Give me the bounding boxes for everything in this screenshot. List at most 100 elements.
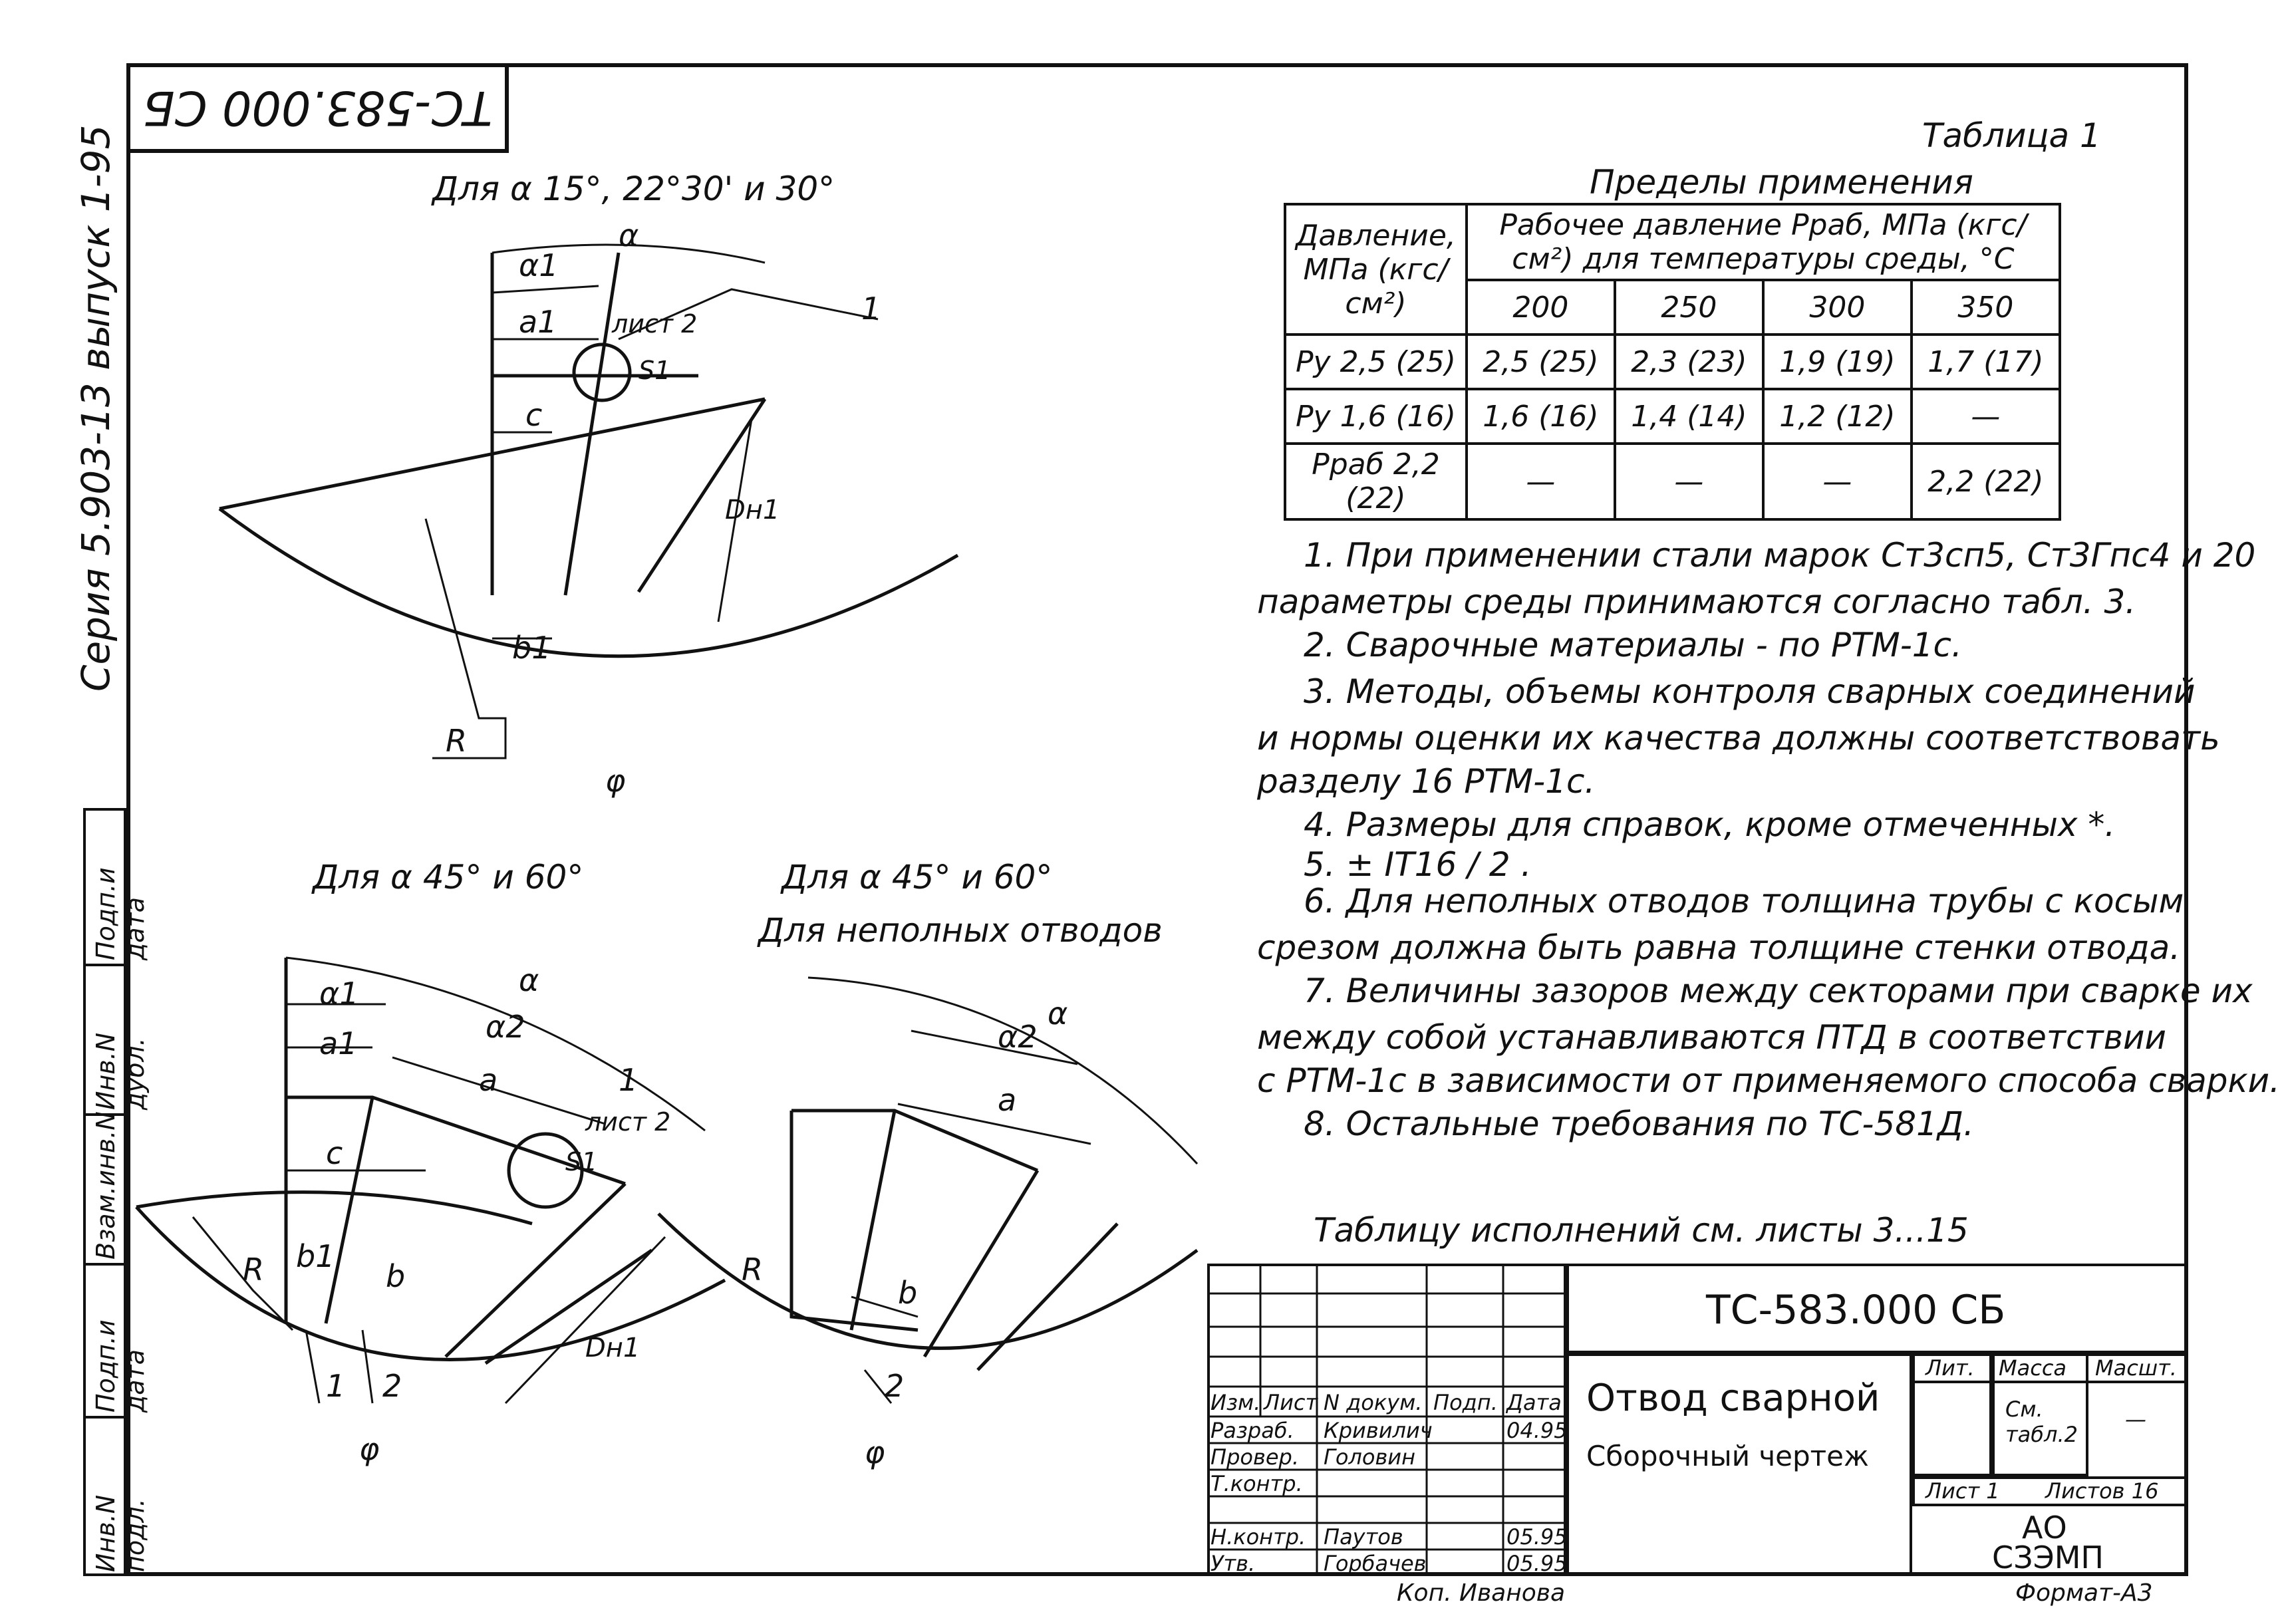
role: Провер. <box>1211 1444 1299 1470</box>
sheets-total: Листов 16 <box>2045 1478 2159 1504</box>
leader-lines-right <box>851 1295 919 1404</box>
row-label: Ру 2,5 (25) <box>1284 333 1468 390</box>
label-alpha2: α2 <box>998 1019 1038 1055</box>
note-line: и нормы оценки их качества должны соотве… <box>1257 719 2220 757</box>
outer-arc-left <box>135 1206 726 1361</box>
label-b: b <box>898 1275 917 1311</box>
sector-lines <box>490 252 767 596</box>
dim-arc-alpha-left <box>285 956 706 1132</box>
label-1: 1 <box>326 1368 345 1404</box>
drawing-frame <box>126 63 2188 1576</box>
date: 04.95 <box>1506 1418 1568 1443</box>
col-header: Дата <box>1506 1390 1562 1415</box>
label-a1: a1 <box>319 1025 357 1061</box>
label-r: R <box>243 1252 264 1287</box>
note-line: 8. Остальные требования по ТС-581Д. <box>1304 1105 1974 1143</box>
label-dn1: Dн1 <box>725 495 780 525</box>
miter-line <box>286 1095 626 1186</box>
role: Т.контр. <box>1211 1471 1303 1496</box>
outer-arc-right <box>657 1212 1199 1350</box>
view-title-top: Для α 15°, 22°30' и 30° <box>432 170 835 208</box>
label-r: R <box>742 1252 763 1287</box>
mass-label: Масса <box>1999 1355 2067 1381</box>
label-1: 1 <box>619 1062 638 1098</box>
dim-dn1 <box>717 418 753 622</box>
org-line-1: АО <box>2022 1510 2067 1546</box>
label-c: c <box>326 1135 343 1171</box>
dim-lines-left <box>286 1003 606 1172</box>
scale-label: Масшт. <box>2095 1355 2177 1381</box>
label-phi: φ <box>359 1431 379 1467</box>
revision-grid <box>1207 1264 1566 1576</box>
role: Утв. <box>1211 1551 1256 1576</box>
temp-header: 350 <box>1910 279 2061 336</box>
col-header: Изм. <box>1211 1390 1261 1415</box>
label-b: b <box>386 1258 405 1294</box>
label-dn1: Dн1 <box>585 1333 640 1363</box>
date: 05.95 <box>1506 1524 1568 1550</box>
label-b1: b1 <box>296 1238 335 1274</box>
note-line: разделу 16 РТМ-1с. <box>1257 762 1596 801</box>
sheet-number: Лист 1 <box>1925 1478 2000 1504</box>
temp-header: 300 <box>1761 279 1913 336</box>
cell: 1,9 (19) <box>1761 333 1913 390</box>
scale-value: — <box>2125 1407 2146 1432</box>
note-line: 7. Величины зазоров между секторами при … <box>1304 972 2253 1010</box>
cell: 1,6 (16) <box>1465 388 1616 445</box>
label-alpha1: α1 <box>319 976 359 1012</box>
label-r: R <box>446 723 467 759</box>
dim-r <box>424 518 507 759</box>
cell: — <box>1761 442 1913 521</box>
cell: 2,3 (23) <box>1613 333 1765 390</box>
table-title: Пределы применения <box>1590 163 1973 202</box>
title-doc-type: Сборочный чертеж <box>1586 1440 1869 1472</box>
label-a: a <box>479 1062 498 1098</box>
note-line: с РТМ-1с в зависимости от применяемого с… <box>1257 1061 2280 1100</box>
col-header: N докум. <box>1324 1390 1423 1415</box>
label-alpha1: α1 <box>519 247 559 283</box>
person: Головин <box>1324 1444 1416 1470</box>
table-row: Ру 1,6 (16) 1,6 (16) 1,4 (14) 1,2 (12) — <box>1284 388 2061 445</box>
leader-lines-left <box>192 1216 374 1404</box>
label-alpha: α <box>1048 996 1068 1031</box>
see-sheets-note: Таблицу исполнений см. листы 3...15 <box>1314 1211 1969 1250</box>
note-line: 3. Методы, объемы контроля сварных соеди… <box>1304 672 2196 711</box>
table-header-pressure: Давление, МПа (кгс/см²) <box>1284 203 1468 336</box>
table-caption: Таблица 1 <box>1922 116 2101 155</box>
label-phi: φ <box>865 1434 885 1470</box>
note-line: 4. Размеры для справок, кроме отмеченных… <box>1304 805 2116 844</box>
col-header: Подп. <box>1433 1390 1498 1415</box>
dim-lines <box>492 285 599 640</box>
note-line: 2. Сварочные материалы - по РТМ-1с. <box>1304 626 1962 664</box>
row-label: Ру 1,6 (16) <box>1284 388 1468 445</box>
dim-dn1-left <box>504 1236 666 1405</box>
inner-arc-left <box>136 1190 533 1226</box>
dim-lines-right <box>897 1029 1091 1145</box>
cell: — <box>1910 388 2061 445</box>
label-1: 1 <box>861 291 881 327</box>
leader-1 <box>618 288 879 340</box>
view-title-left: Для α 45° и 60° <box>313 858 584 896</box>
title-name: Отвод сварной <box>1586 1377 1880 1420</box>
note-line: 5. ± IT16 / 2 . <box>1304 845 1532 884</box>
date: 05.95 <box>1506 1551 1568 1576</box>
note-line: параметры среды принимаются согласно таб… <box>1257 583 2136 621</box>
view-subtitle-right: Для неполных отводов <box>758 911 1163 950</box>
format-label: Формат-А3 <box>2015 1579 2153 1607</box>
cell: 1,7 (17) <box>1910 333 2061 390</box>
label-s1: S1 <box>639 356 670 385</box>
sector-lines-left <box>284 958 653 1365</box>
label-a: a <box>998 1082 1016 1118</box>
temp-header: 200 <box>1465 279 1616 336</box>
org-line-2: СЗЭМП <box>1992 1540 2104 1575</box>
person: Горбачев <box>1324 1551 1427 1576</box>
label-sheet2: лист 2 <box>611 309 697 338</box>
view-title-right: Для α 45° и 60° <box>782 858 1053 896</box>
note-line: 6. Для неполных отводов толщина трубы с … <box>1304 882 2184 920</box>
cell: — <box>1613 442 1765 521</box>
cell: 1,4 (14) <box>1613 388 1765 445</box>
dim-arc-alpha-right <box>807 976 1199 1165</box>
mass-value: См. табл.2 <box>2005 1397 2078 1447</box>
temp-header: 250 <box>1613 279 1765 336</box>
